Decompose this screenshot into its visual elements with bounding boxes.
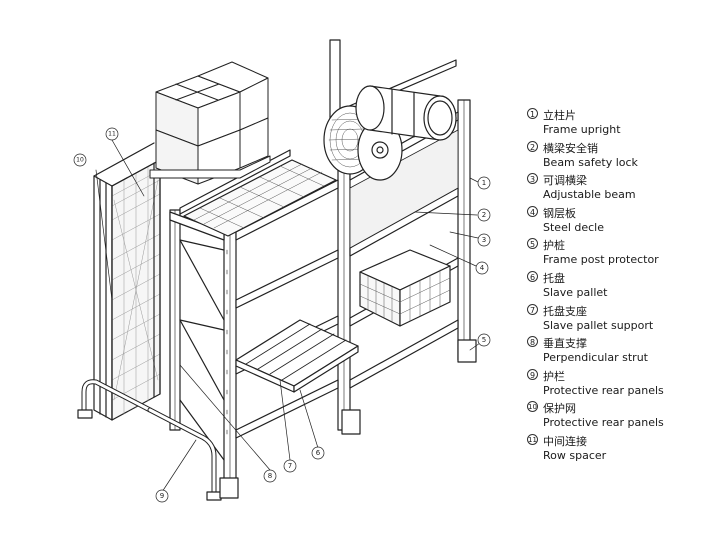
frame-upright-left-front (223, 229, 237, 491)
legend-label-en: Beam safety lock (543, 155, 638, 169)
legend-item-4: 4 钢层板 Steel decle (527, 205, 717, 239)
legend-label-cn: 托盘支座 (543, 304, 587, 318)
legend-number: 11 (527, 433, 538, 445)
legend-label-cn: 横梁安全销 (543, 141, 598, 155)
legend-label-cn: 垂直支撑 (543, 337, 587, 351)
legend-number: 3 (527, 173, 538, 185)
callout-11 (105, 127, 119, 141)
callout-6 (311, 446, 325, 460)
legend-item-2: 2 横梁安全销 Beam safety lock (527, 140, 717, 174)
frame-upright-right-front (457, 99, 471, 361)
legend-label-cn: 护栏 (543, 369, 565, 383)
legend-number: 2 (527, 140, 538, 152)
callout-4 (475, 261, 489, 275)
callout-label-6: 6 (316, 449, 321, 457)
frame-upright-left-back (169, 209, 181, 431)
legend-label-cn: 保护网 (543, 402, 576, 416)
callout-label-3: 3 (482, 236, 486, 244)
drums (355, 85, 457, 141)
legend-number: 1 (527, 108, 538, 119)
callout-label-7: 7 (288, 462, 292, 470)
legend-label-en: Protective rear panels (543, 383, 664, 397)
legend-number: 6 (527, 270, 538, 282)
callout-1 (477, 176, 491, 190)
callout-label-4: 4 (480, 264, 485, 272)
legend-item-7: 7 托盘支座 Slave pallet support (527, 303, 717, 337)
legend-number: 4 (527, 205, 538, 217)
legend-item-3: 3 可调横梁 Adjustable beam (527, 173, 717, 206)
wire-basket (359, 249, 451, 327)
carton-stack (149, 61, 271, 185)
legend-number: 5 (527, 238, 538, 250)
legend-label-en: Frame post protector (543, 253, 659, 267)
legend-item-8: 8 垂直支撑 Perpendicular strut (527, 336, 717, 369)
legend-label-en: Protective rear panels (543, 416, 664, 430)
callout-3 (477, 233, 491, 247)
legend-number: 7 (527, 303, 538, 315)
callout-5 (477, 333, 491, 347)
callout-8 (263, 469, 277, 483)
callout-9 (155, 489, 169, 503)
legend-label-en: Frame upright (543, 123, 621, 136)
callout-label-8: 8 (268, 472, 272, 480)
callout-leaders (95, 139, 481, 493)
legend-label-cn: 可调横梁 (543, 174, 587, 188)
legend-label-en: Slave pallet support (543, 318, 654, 332)
legend-label-cn: 托盘 (543, 271, 565, 285)
callout-2 (477, 208, 491, 222)
legend-item-6: 6 托盘 Slave pallet (527, 270, 717, 304)
legend-number: 8 (527, 336, 538, 348)
legend-item-11: 11 中间连接 Row spacer (527, 433, 717, 467)
legend-label-en: Row spacer (543, 448, 607, 462)
callout-label-11: 11 (108, 131, 116, 138)
callout-label-2: 2 (482, 211, 486, 219)
legend-label-en: Steel decle (543, 220, 605, 234)
legend-item-5: 5 护桩 Frame post protector (527, 238, 717, 271)
frame-bracing (179, 239, 225, 461)
legend-item-1: 1 立柱片 Frame upright (527, 108, 717, 141)
legend-number: 9 (527, 368, 538, 380)
cable-reel (323, 105, 403, 181)
protective-mesh-panel (93, 142, 161, 421)
legend-number: 10 (527, 401, 538, 413)
legend: 1 立柱片 Frame upright 2 横梁安全销 Beam safety … (527, 108, 717, 467)
slave-pallet (235, 319, 359, 393)
guard-rail (77, 379, 222, 501)
legend-item-10: 10 保护网 Protective rear panels (527, 401, 717, 434)
callout-label-1: 1 (482, 179, 486, 187)
legend-item-9: 9 护栏 Protective rear panels (527, 368, 717, 402)
callout-label-9: 9 (160, 492, 164, 500)
callout-markers (73, 127, 491, 503)
callout-label-5: 5 (482, 336, 486, 344)
legend-label-en: Adjustable beam (543, 188, 636, 202)
post-protector (219, 339, 477, 499)
wire-mesh-deck (183, 159, 337, 237)
legend-label-cn: 中间连接 (543, 434, 587, 448)
callout-7 (283, 459, 297, 473)
legend-label-cn: 钢层板 (543, 206, 576, 220)
legend-label-cn: 护桩 (543, 239, 565, 253)
steel-deck (349, 129, 459, 249)
legend-label-en: Slave pallet (543, 285, 608, 299)
frame-upright-middle (329, 39, 351, 431)
legend-label-cn: 立柱片 (543, 109, 576, 122)
legend-label-en: Perpendicular strut (543, 351, 648, 365)
callout-label-10: 10 (76, 157, 84, 164)
callout-10 (73, 153, 87, 167)
